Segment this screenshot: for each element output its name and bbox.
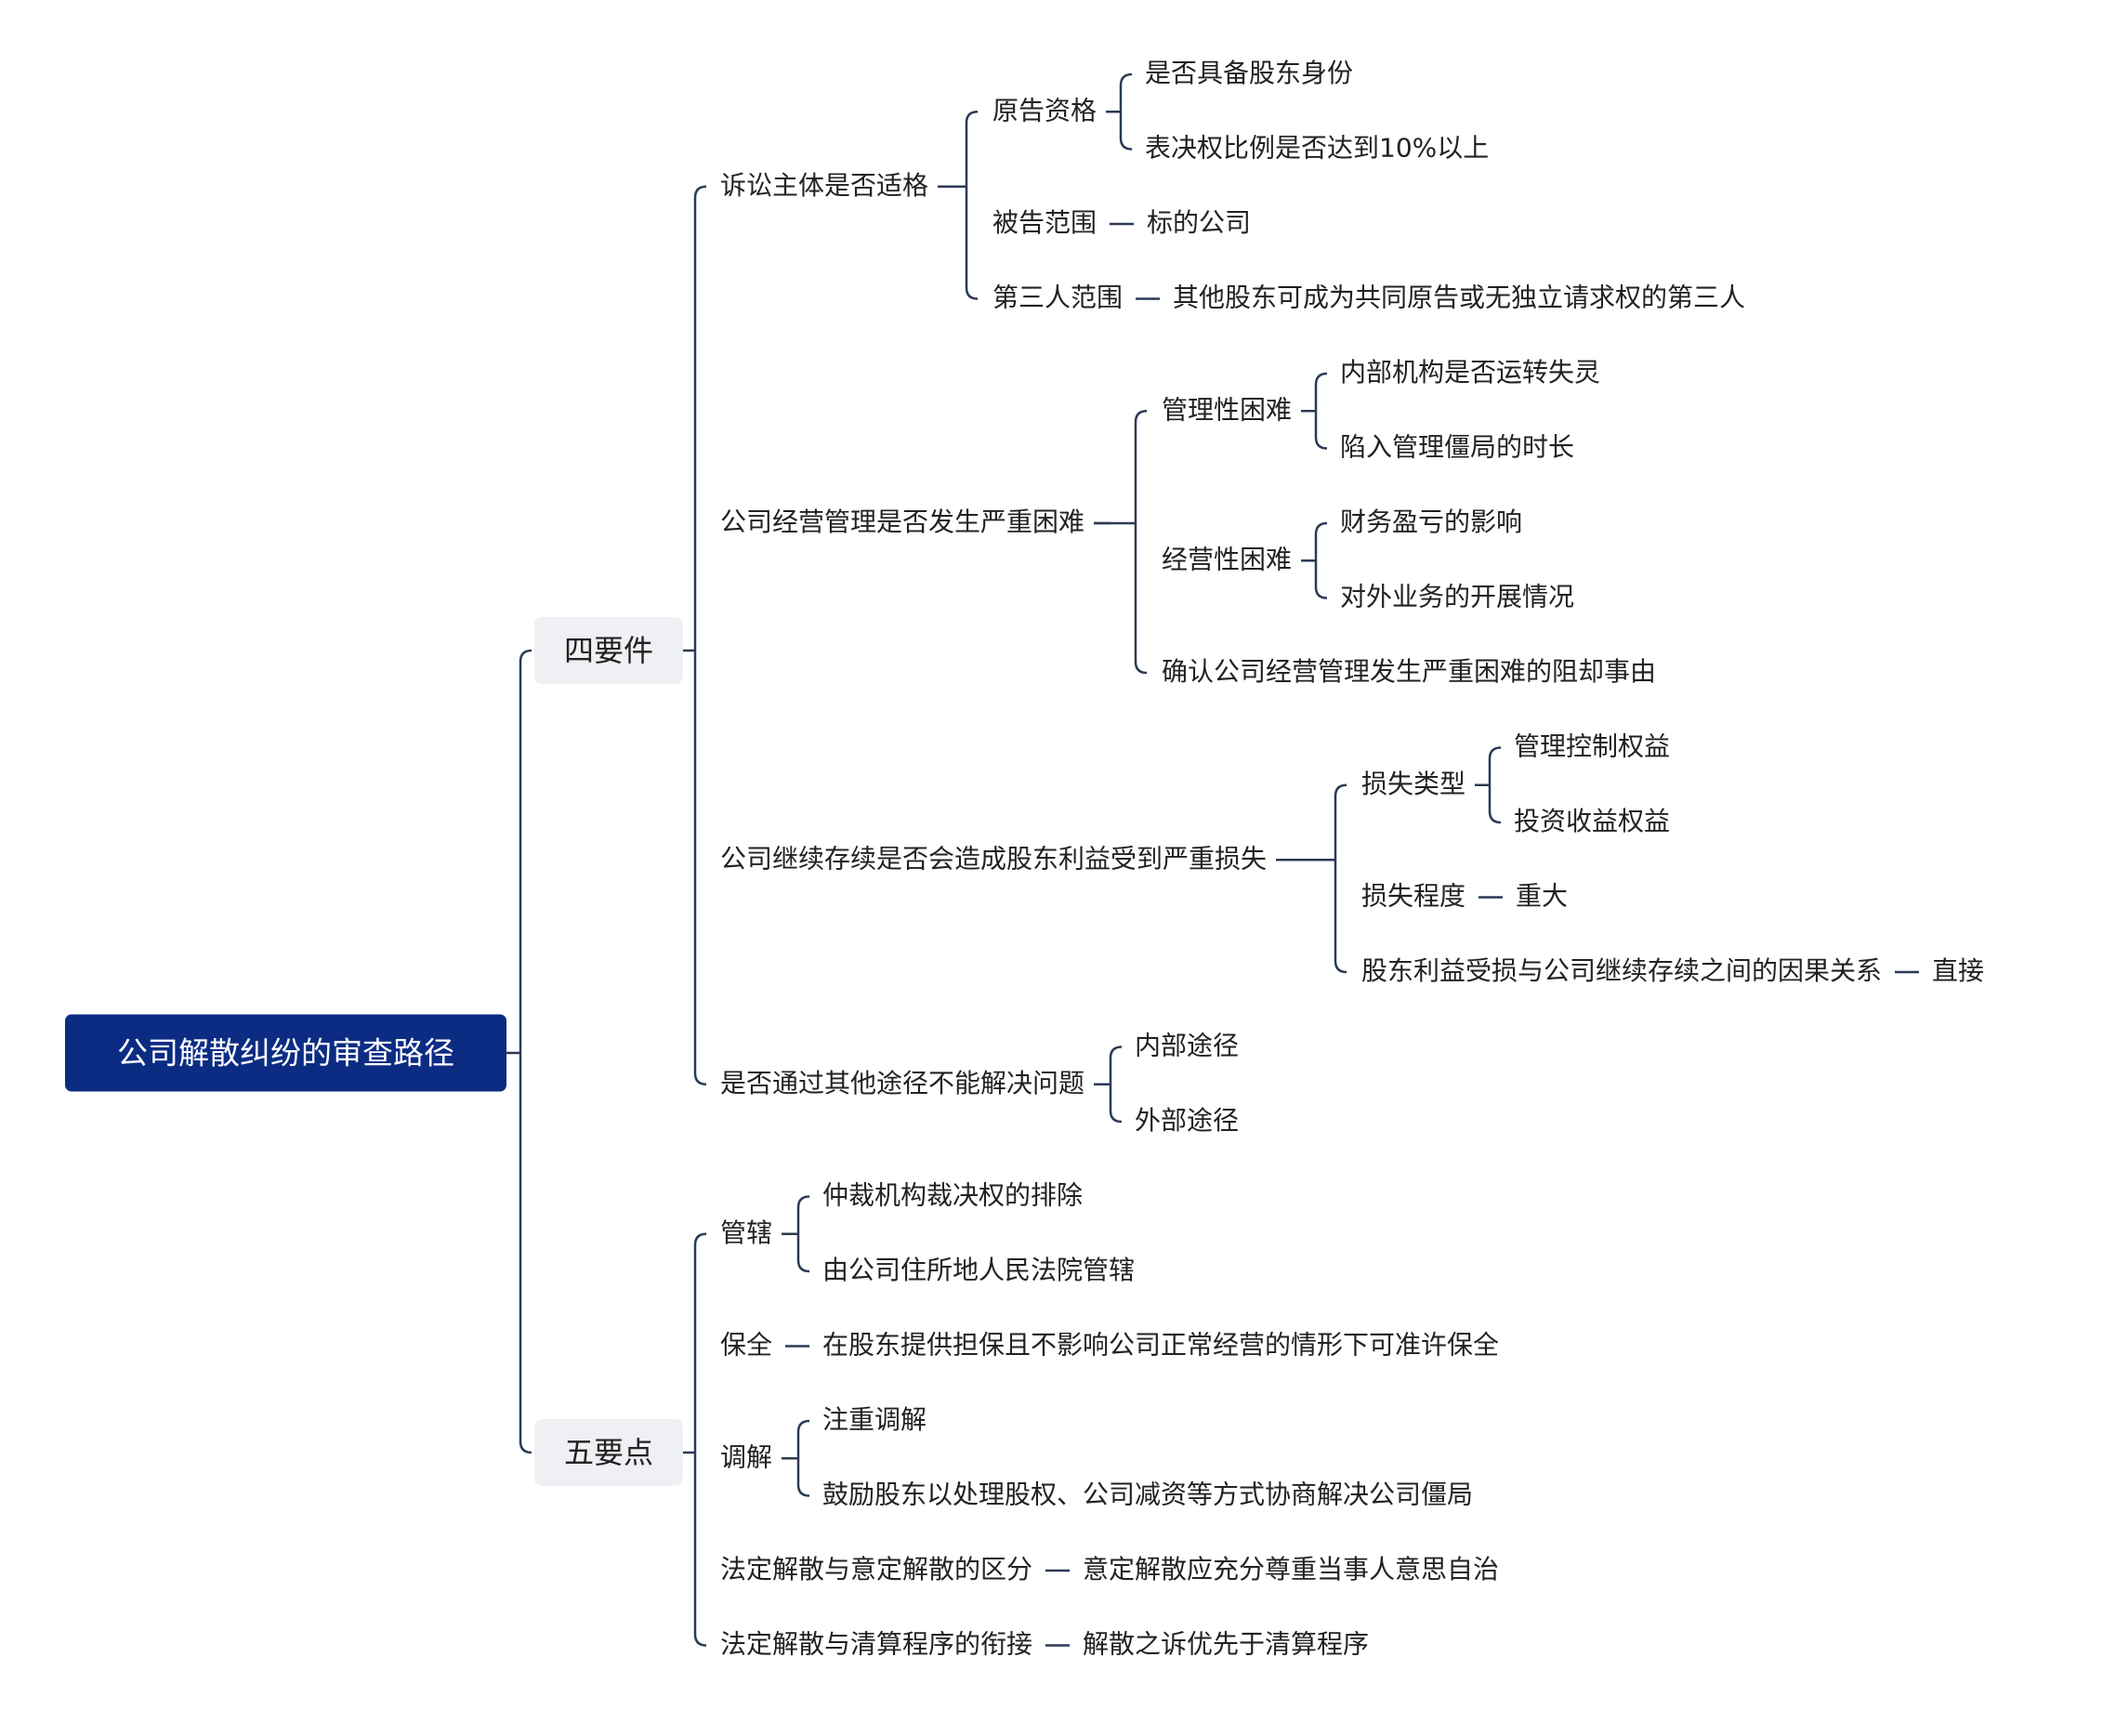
subtopic-0-3-1[interactable]: 外部途径 [1135, 1105, 1239, 1136]
subtopic-0-0-0[interactable]: 原告资格 [992, 95, 1097, 125]
topic-1-0[interactable]: 管辖 [720, 1217, 772, 1248]
detail-0-2-0-1[interactable]: 投资收益权益 [1514, 806, 1670, 836]
topic-1-1[interactable]: 保全 [720, 1330, 772, 1361]
subtopic-0-2-2[interactable]: 股东利益受损与公司继续存续之间的因果关系 [1361, 955, 1882, 986]
detail-0-2-1-0[interactable]: 重大 [1516, 881, 1568, 912]
subtopic-0-2-0[interactable]: 损失类型 [1361, 769, 1465, 799]
topic-bracket-0-0 [965, 111, 979, 300]
detail-0-1-1-1[interactable]: 对外业务的开展情况 [1340, 582, 1574, 612]
topic-1-2[interactable]: 调解 [720, 1441, 772, 1472]
subtopic-bracket-0-1-1 [1314, 521, 1328, 599]
detail-0-2-2-0[interactable]: 直接 [1932, 955, 1984, 986]
subtopic-bracket-0-1-0 [1314, 372, 1328, 450]
subtopic-1-0-0[interactable]: 仲裁机构裁决权的排除 [822, 1180, 1083, 1211]
subtopic-1-0-1[interactable]: 由公司住所地人民法院管辖 [822, 1255, 1135, 1285]
topic-bracket-1-2 [796, 1419, 810, 1497]
subtopic-1-4-0[interactable]: 解散之诉优先于清算程序 [1083, 1629, 1369, 1660]
root-label: 公司解散纠纷的审查路径 [117, 1035, 454, 1072]
branch-bracket-0 [693, 185, 707, 1085]
detail-0-1-0-1[interactable]: 陷入管理僵局的时长 [1340, 432, 1574, 463]
subtopic-bracket-0-0-0 [1119, 72, 1133, 151]
subtopic-0-0-1[interactable]: 被告范围 [992, 207, 1097, 238]
topic-bracket-1-0 [796, 1195, 810, 1273]
detail-0-0-1-0[interactable]: 标的公司 [1147, 207, 1251, 238]
detail-0-1-1-0[interactable]: 财务盈亏的影响 [1340, 506, 1522, 537]
branch-bracket-1 [693, 1232, 707, 1647]
branch-label-0: 四要件 [564, 633, 653, 668]
detail-0-0-0-0[interactable]: 是否具备股东身份 [1145, 58, 1353, 88]
detail-0-0-2-0[interactable]: 其他股东可成为共同原告或无独立请求权的第三人 [1173, 283, 1745, 313]
branch-label-1: 五要点 [564, 1435, 653, 1470]
topic-0-2[interactable]: 公司继续存续是否会造成股东利益受到严重损失 [720, 843, 1267, 874]
subtopic-0-1-0[interactable]: 管理性困难 [1162, 394, 1292, 425]
topic-0-3[interactable]: 是否通过其他途径不能解决问题 [720, 1068, 1084, 1098]
topic-0-0[interactable]: 诉讼主体是否适格 [720, 170, 928, 201]
subtopic-bracket-0-2-0 [1488, 746, 1502, 824]
detail-0-1-0-0[interactable]: 内部机构是否运转失灵 [1340, 357, 1600, 388]
subtopic-1-1-0[interactable]: 在股东提供担保且不影响公司正常经营的情形下可准许保全 [822, 1330, 1499, 1361]
connector-lines [506, 72, 1919, 1647]
mindmap-nodes: 公司解散纠纷的审查路径 四要件 诉讼主体是否适格 原告资格 是否具备股东身份表决权比例是… [65, 58, 1984, 1660]
root-node[interactable] [65, 1014, 506, 1092]
topic-0-1[interactable]: 公司经营管理是否发生严重困难 [720, 506, 1084, 537]
subtopic-0-1-2[interactable]: 确认公司经营管理发生严重困难的阻却事由 [1162, 656, 1656, 687]
detail-0-0-0-1[interactable]: 表决权比例是否达到10%以上 [1145, 133, 1489, 164]
topic-1-4[interactable]: 法定解散与清算程序的衔接 [720, 1629, 1032, 1660]
subtopic-1-3-0[interactable]: 意定解散应充分尊重当事人意思自治 [1083, 1554, 1499, 1585]
subtopic-0-1-1[interactable]: 经营性困难 [1162, 544, 1292, 574]
subtopic-0-2-1[interactable]: 损失程度 [1361, 881, 1465, 912]
subtopic-1-2-1[interactable]: 鼓励股东以处理股权、公司减资等方式协商解决公司僵局 [822, 1480, 1473, 1510]
subtopic-1-2-0[interactable]: 注重调解 [822, 1404, 927, 1435]
detail-0-2-0-0[interactable]: 管理控制权益 [1514, 731, 1670, 762]
topic-bracket-0-3 [1109, 1046, 1123, 1124]
topic-bracket-0-1 [1134, 410, 1148, 675]
subtopic-0-3-0[interactable]: 内部途径 [1135, 1031, 1239, 1061]
branch-node-0[interactable] [534, 617, 683, 684]
topic-bracket-0-2 [1334, 783, 1347, 974]
topic-1-3[interactable]: 法定解散与意定解散的区分 [720, 1554, 1032, 1585]
branch-node-1[interactable] [534, 1419, 683, 1486]
root-bracket [519, 649, 532, 1454]
subtopic-0-0-2[interactable]: 第三人范围 [992, 283, 1123, 313]
